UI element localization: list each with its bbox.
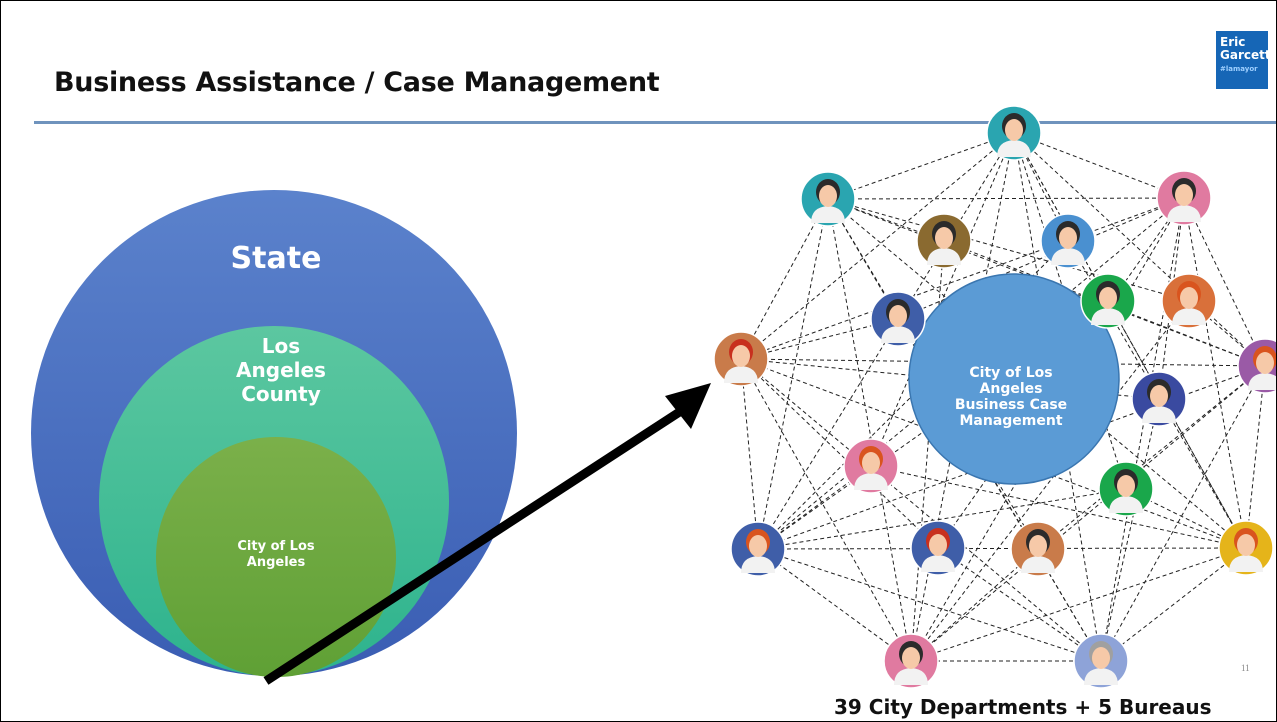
person-icon — [1010, 521, 1066, 577]
connection-line — [740, 358, 759, 550]
city-label: City of Los Angeles — [216, 539, 336, 571]
connection-line — [870, 465, 1247, 549]
person-icon — [870, 291, 926, 347]
connection-line — [1100, 398, 1160, 662]
connection-line — [910, 547, 1247, 662]
person-icon — [1131, 371, 1187, 427]
logo-line-1: Eric — [1220, 35, 1246, 49]
connection-line — [740, 132, 1015, 360]
county-label-line-3: County — [241, 382, 321, 406]
county-label-line-2: Angeles — [236, 358, 326, 382]
person-icon — [910, 520, 966, 576]
connection-line — [897, 197, 1185, 320]
person-icon — [1098, 461, 1154, 517]
connection-line — [1013, 132, 1127, 490]
person-icon — [1073, 633, 1129, 689]
person-icon — [1218, 520, 1274, 576]
connection-line — [1100, 547, 1247, 662]
county-label-line-1: Los — [261, 334, 301, 358]
person-icon — [843, 438, 899, 494]
arrow-head — [665, 383, 711, 429]
connection-line — [757, 548, 912, 662]
connection-line — [1245, 365, 1266, 549]
connection-line — [740, 358, 912, 662]
connection-line — [757, 547, 1247, 550]
hub-label-line-4: Management — [959, 413, 1063, 429]
eric-garcetti-logo: Eric Garcetti #lamayor — [1216, 31, 1275, 89]
connection-line — [870, 132, 1015, 467]
connection-line — [740, 358, 939, 549]
person-icon — [1080, 273, 1136, 329]
person-icon — [1040, 213, 1096, 269]
state-label: State — [230, 241, 322, 276]
connection-line — [1100, 365, 1266, 662]
person-icon — [1161, 273, 1217, 329]
connection-line — [757, 132, 1015, 550]
person-icon — [986, 105, 1042, 161]
connection-line — [740, 358, 1102, 662]
city-circle — [156, 437, 396, 677]
logo-line-2: Garcetti — [1220, 48, 1275, 62]
connection-line — [910, 300, 1190, 662]
logo-tag: #lamayor — [1220, 65, 1258, 73]
connection-line — [1107, 300, 1247, 549]
connection-line — [1100, 197, 1185, 662]
connection-line — [943, 240, 1266, 367]
connection-line — [1013, 132, 1185, 199]
person-icon — [1156, 170, 1212, 226]
person-icon — [916, 213, 972, 269]
county-label: Los Angeles County — [231, 334, 331, 406]
page-number: 11 — [1241, 663, 1250, 673]
person-icon — [883, 633, 939, 689]
connection-line — [740, 197, 1185, 360]
connection-line — [740, 198, 829, 360]
connection-line — [937, 547, 1102, 662]
hub-label-line-1: City of Los — [969, 365, 1053, 381]
hub-label-line-3: Business Case — [954, 397, 1068, 413]
person-icon — [1237, 338, 1276, 394]
slide-title: Business Assistance / Case Management — [54, 67, 660, 98]
connection-line — [827, 132, 1015, 200]
person-icon — [800, 171, 856, 227]
connection-line — [757, 488, 1127, 550]
hub-label-line-2: Angeles — [979, 381, 1043, 397]
connection-line — [1013, 132, 1266, 367]
city-label-line-2: Angeles — [246, 555, 306, 570]
connection-line — [827, 197, 1185, 200]
person-icon — [713, 331, 769, 387]
department-nodes — [713, 105, 1276, 689]
city-label-line-1: City of Los — [237, 539, 315, 554]
hub-circle — [908, 273, 1120, 485]
departments-caption: 39 City Departments + 5 Bureaus — [834, 695, 1212, 719]
connection-line — [910, 548, 1039, 662]
connection-line — [827, 198, 912, 662]
connection-line — [757, 198, 829, 550]
title-underline — [34, 121, 1276, 124]
connection-line — [1183, 197, 1266, 367]
hub-label: City of Los Angeles Business Case Manage… — [926, 365, 1096, 429]
arrow-line — [263, 407, 684, 685]
person-icon — [730, 521, 786, 577]
connection-line — [1183, 197, 1247, 549]
